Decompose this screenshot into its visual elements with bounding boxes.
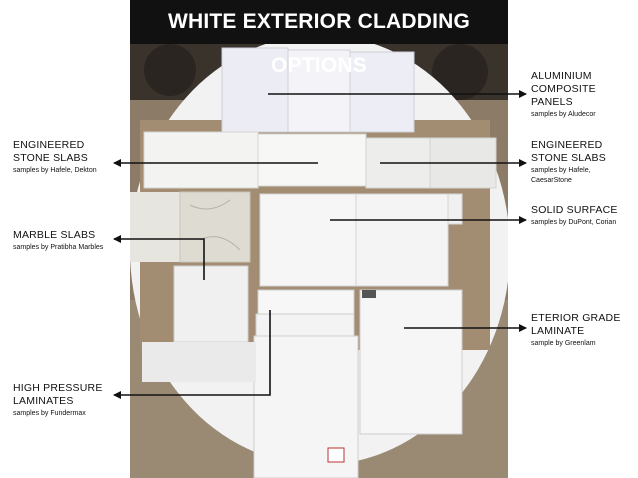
label-engineered-right-heading: ENGINEERED STONE SLABS <box>531 139 606 164</box>
cladding-samples-photo <box>130 0 508 478</box>
label-aluminium-sub: samples by Aludecor <box>531 111 596 118</box>
arrow-hpl <box>113 310 271 399</box>
label-engineered-right-sub: samples by Hafele, CaesarStone <box>531 167 591 184</box>
label-solid-surface-heading: SOLID SURFACE <box>531 204 618 216</box>
label-engineered-left: ENGINEERED STONE SLABS samples by Hafele… <box>13 139 123 176</box>
label-exterior-laminate-sub: sample by Greenlam <box>531 340 596 347</box>
page-title: WHITE EXTERIOR CLADDING OPTIONS <box>130 0 508 77</box>
label-hpl: HIGH PRESSURE LAMINATES samples by Funde… <box>13 382 123 419</box>
label-exterior-laminate-heading: ETERIOR GRADE LAMINATE <box>531 312 621 337</box>
label-engineered-left-heading: ENGINEERED STONE SLABS <box>13 139 88 164</box>
label-engineered-left-sub: samples by Hafele, Dekton <box>13 167 97 174</box>
label-marble-sub: samples by Pratibha Marbles <box>13 244 104 251</box>
samples-illustration <box>130 0 508 478</box>
label-engineered-right: ENGINEERED STONE SLABS samples by Hafele… <box>531 139 635 186</box>
label-hpl-sub: samples by Fundermax <box>13 410 86 417</box>
label-marble: MARBLE SLABS samples by Pratibha Marbles <box>13 229 128 253</box>
arrow-marble <box>113 235 205 280</box>
label-solid-surface-sub: samples by DuPont, Corian <box>531 219 617 226</box>
label-exterior-laminate: ETERIOR GRADE LAMINATE sample by Greenla… <box>531 312 631 349</box>
label-aluminium-heading: ALUMINIUM COMPOSITE PANELS <box>531 70 596 108</box>
label-aluminium: ALUMINIUM COMPOSITE PANELS samples by Al… <box>531 70 636 120</box>
label-hpl-heading: HIGH PRESSURE LAMINATES <box>13 382 103 407</box>
label-solid-surface: SOLID SURFACE samples by DuPont, Corian <box>531 204 636 228</box>
label-marble-heading: MARBLE SLABS <box>13 229 96 241</box>
